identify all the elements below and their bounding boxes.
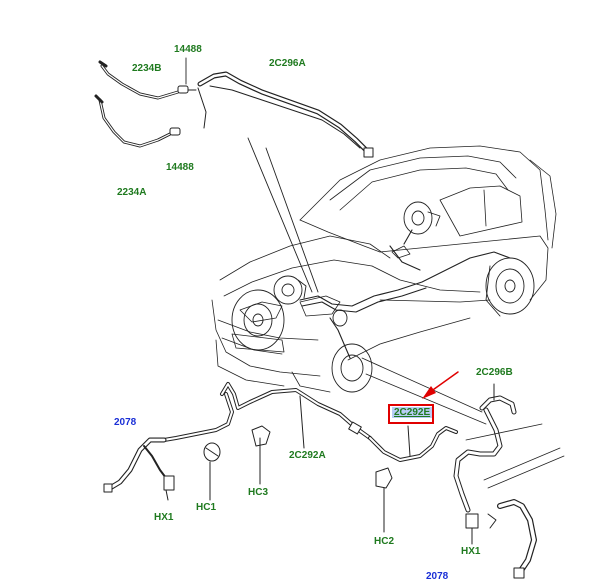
- label-2c292e[interactable]: 2C292E: [392, 407, 433, 418]
- label-2234a: 2234A: [117, 187, 147, 198]
- bracket-hx1-left: [163, 475, 175, 501]
- label-2c296a: 2C296A: [269, 58, 306, 69]
- front-left-wheel: [231, 289, 285, 351]
- label-hc3: HC3: [248, 487, 269, 498]
- pipe-2c296b: [361, 357, 517, 513]
- pipe-2c296a: [197, 71, 374, 158]
- label-hx1-left: HX1: [154, 512, 174, 523]
- label-2c296b: 2C296B: [476, 367, 513, 378]
- connector-14488-top: [177, 85, 197, 94]
- car-pipe-routing: [299, 229, 511, 359]
- pipe-2078-right: [497, 499, 537, 579]
- pipe-2078-left: [103, 437, 167, 493]
- label-hx1-right: HX1: [461, 546, 481, 557]
- front-brake-assembly: [273, 275, 348, 327]
- label-2234b: 2234B: [132, 63, 162, 74]
- front-right-wheel: [331, 343, 373, 393]
- link-2078-right[interactable]: 2078: [426, 571, 449, 582]
- leader-2c292a: [299, 395, 305, 449]
- bracket-hx1-right: [465, 513, 497, 545]
- clip-hc3: [251, 425, 271, 485]
- label-hc1: HC1: [196, 502, 217, 513]
- label-hc2: HC2: [374, 536, 395, 547]
- highlight-arrow: [422, 371, 459, 399]
- connector-14488-bottom: [169, 127, 181, 136]
- pipe-2c292e: [368, 425, 458, 462]
- clip-hc2: [375, 467, 393, 533]
- pipe-2234a: [94, 94, 172, 148]
- car-outline: [211, 145, 557, 393]
- label-14488-bottom: 14488: [166, 162, 194, 173]
- clip-hc1: [203, 442, 221, 501]
- label-2c292a: 2C292A: [289, 450, 326, 461]
- rear-right-wheel: [485, 257, 535, 317]
- highlight-box-2c292e: [388, 404, 434, 424]
- pipe-2c292a: [162, 382, 372, 442]
- pipe-2234b: [98, 60, 180, 100]
- axle-lines: [465, 423, 565, 489]
- leader-lines-top: [185, 57, 319, 293]
- rear-left-brake: [403, 201, 441, 235]
- link-2078-left[interactable]: 2078: [114, 417, 137, 428]
- label-14488-top: 14488: [174, 44, 202, 55]
